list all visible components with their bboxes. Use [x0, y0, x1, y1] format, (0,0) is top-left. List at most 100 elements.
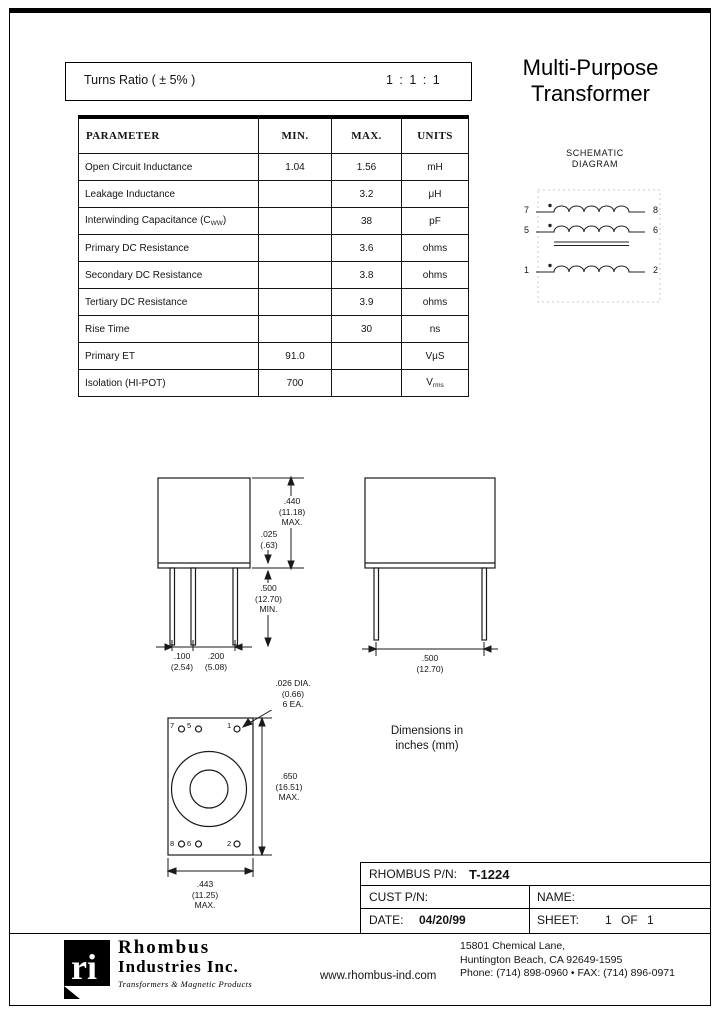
- table-row: Secondary DC Resistance 3.8 ohms: [78, 261, 469, 289]
- bottom-view-pin-7: 7: [170, 721, 175, 730]
- min-value: [258, 315, 332, 343]
- col-header-max: MAX.: [331, 115, 402, 154]
- date-value: 04/20/99: [419, 913, 466, 927]
- table-row: Leakage Inductance 3.2 μH: [78, 180, 469, 208]
- max-value: [331, 342, 402, 370]
- page-title-line2: Transformer: [531, 81, 650, 106]
- schematic-pin-1: 1: [524, 265, 530, 275]
- winding-7-8: [536, 205, 645, 213]
- rhombus-pn-label: RHOMBUS P/N:: [369, 867, 458, 881]
- front-view-drawing: [157, 477, 251, 646]
- phase-dot: [548, 223, 552, 228]
- col-header-units: UNITS: [401, 115, 469, 154]
- schematic-pin-7: 7: [524, 205, 530, 215]
- pin-hole: [177, 725, 186, 733]
- table-row: Open Circuit Inductance 1.04 1.56 mH: [78, 153, 469, 181]
- max-value: 38: [331, 207, 402, 235]
- page-title: Multi-Purpose Transformer: [498, 55, 683, 107]
- units-value: ohms: [401, 261, 469, 289]
- dim-depth-label: .500(12.70): [402, 653, 458, 674]
- bottom-view-pin-5: 5: [187, 721, 192, 730]
- min-value: [258, 207, 332, 235]
- winding-5-6: [536, 225, 645, 233]
- table-row: Primary ET 91.0 VμS: [78, 342, 469, 370]
- phase-dot: [548, 263, 552, 268]
- side-view-drawing: [364, 477, 496, 641]
- units-value: ns: [401, 315, 469, 343]
- dim-width-label: .443(11.25)MAX.: [179, 879, 231, 911]
- bottom-view-drawing: [167, 717, 254, 856]
- address-block: 15801 Chemical Lane, Huntington Beach, C…: [460, 940, 675, 981]
- param-name: Open Circuit Inductance: [78, 153, 259, 181]
- turns-ratio-label: Turns Ratio ( ± 5% ): [84, 73, 196, 87]
- company-name-line1: Rhombus: [118, 937, 211, 958]
- schematic-title: SCHEMATIC DIAGRAM: [566, 148, 624, 169]
- min-value: 1.04: [258, 153, 332, 181]
- page-title-line1: Multi-Purpose: [522, 55, 659, 80]
- column-divider: [529, 886, 530, 908]
- schematic-pin-8: 8: [653, 205, 659, 215]
- phone-fax-line: Phone: (714) 898-0960 • FAX: (714) 896-0…: [460, 967, 675, 979]
- min-value: 91.0: [258, 342, 332, 370]
- pin-hole: [177, 840, 186, 848]
- column-divider: [529, 909, 530, 934]
- col-header-min: MIN.: [258, 115, 332, 154]
- bottom-view-dimension-lines: [166, 704, 281, 877]
- units-value: ohms: [401, 234, 469, 262]
- param-name: Rise Time: [78, 315, 259, 343]
- winding-1-2: [536, 265, 645, 273]
- units-value: ohms: [401, 288, 469, 316]
- bottom-view-pin-2: 2: [227, 839, 232, 848]
- min-value: 700: [258, 369, 332, 397]
- units-value: mH: [401, 153, 469, 181]
- dim-pitch-small-label: .100(2.54): [162, 651, 202, 672]
- max-value: 3.8: [331, 261, 402, 289]
- side-view-dimension-lines: [362, 642, 498, 656]
- max-value: 3.6: [331, 234, 402, 262]
- units-value: Vrms: [401, 369, 469, 397]
- bottom-view-pin-6: 6: [187, 839, 192, 848]
- pin-hole: [233, 840, 241, 848]
- dim-pitch-large-label: .200(5.08): [196, 651, 236, 672]
- schematic-pin-5: 5: [524, 225, 530, 235]
- min-value: [258, 180, 332, 208]
- address-line2: Huntington Beach, CA 92649-1595: [460, 953, 623, 966]
- param-name: Primary DC Resistance: [78, 234, 259, 262]
- param-name: Primary ET: [78, 342, 259, 370]
- core-lines: [554, 241, 629, 246]
- schematic-drawing: [536, 189, 661, 303]
- param-name: Tertiary DC Resistance: [78, 288, 259, 316]
- part-number-row: RHOMBUS P/N: T-1224: [361, 863, 710, 886]
- units-value: VμS: [401, 342, 469, 370]
- param-name: Secondary DC Resistance: [78, 261, 259, 289]
- max-value: 30: [331, 315, 402, 343]
- min-value: [258, 261, 332, 289]
- title-block: RHOMBUS P/N: T-1224 CUST P/N: NAME: DATE…: [360, 862, 710, 934]
- param-name: Leakage Inductance: [78, 180, 259, 208]
- min-value: [258, 288, 332, 316]
- rhombus-logo: ri: [64, 940, 110, 999]
- table-row: Interwinding Capacitance (CWW) 38 pF: [78, 207, 469, 235]
- max-value: 3.9: [331, 288, 402, 316]
- dim-standoff-label: .025(.63): [251, 529, 287, 550]
- table-row: Isolation (HI-POT) 700 Vrms: [78, 369, 469, 397]
- table-row: Rise Time 30 ns: [78, 315, 469, 343]
- dim-height-label: .440(11.18)MAX.: [271, 496, 313, 528]
- sheet-label: SHEET:: [537, 913, 580, 927]
- phase-dot: [548, 203, 552, 208]
- schematic-dashed-frame: [537, 189, 661, 303]
- turns-ratio-value: 1 : 1 : 1: [386, 73, 442, 87]
- website-text: www.rhombus-ind.com: [320, 970, 437, 982]
- company-name-line2: Industries Inc.: [118, 957, 239, 976]
- logo-letters: ri: [71, 947, 97, 987]
- max-value: 3.2: [331, 180, 402, 208]
- footer-divider: [9, 933, 710, 934]
- param-name: Interwinding Capacitance (CWW): [78, 207, 259, 235]
- rhombus-pn-value: T-1224: [469, 867, 510, 882]
- units-value: μH: [401, 180, 469, 208]
- dim-length-label: .650(16.51)MAX.: [268, 771, 310, 803]
- sheet-value: 1 OF 1: [605, 913, 654, 927]
- table-row: Primary DC Resistance 3.6 ohms: [78, 234, 469, 262]
